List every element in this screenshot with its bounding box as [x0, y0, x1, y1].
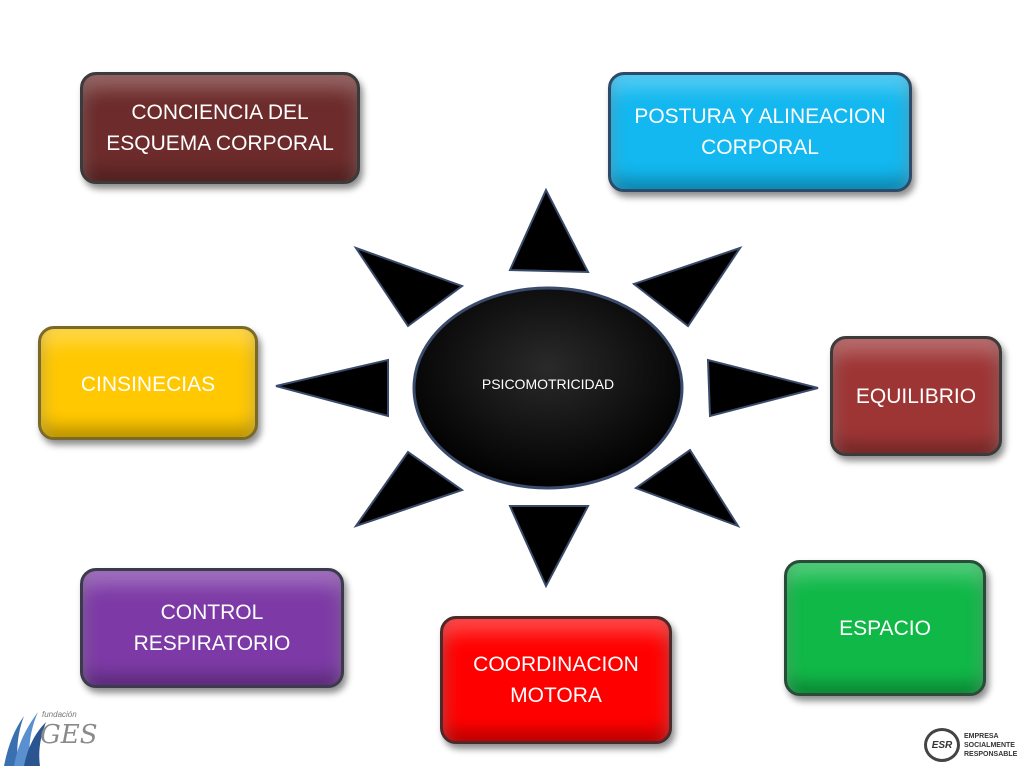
node-line: CINSINECIAS	[80, 373, 216, 396]
node-line: ESPACIO	[839, 616, 931, 640]
node-coordinacion-motora: COORDINACION MOTORA	[440, 616, 672, 744]
ray-top-right	[631, 246, 743, 328]
node-line: CORPORAL	[701, 136, 819, 159]
ray-left	[275, 358, 389, 418]
esr-line: EMPRESA	[964, 733, 999, 740]
ray-top-left	[353, 246, 465, 328]
node-line: POSTURA Y ALINEACION	[634, 105, 886, 128]
node-conciencia-esquema-corporal: CONCIENCIA DEL ESQUEMA CORPORAL	[80, 72, 360, 184]
ray-bottom	[508, 505, 590, 589]
esr-badge-icon: ESR	[924, 728, 960, 762]
node-line: EQUILIBRIO	[855, 384, 977, 408]
node-line: ESQUEMA CORPORAL	[106, 132, 334, 155]
esr-badge-text: ESR	[931, 739, 953, 751]
node-line: COORDINACION	[473, 653, 639, 676]
esr-line: SOCIALMENTE	[964, 742, 1015, 749]
node-line: RESPIRATORIO	[133, 632, 291, 655]
center-label: PSICOMOTRICIDAD	[481, 376, 615, 392]
logo-left-small-text: fundación	[42, 710, 77, 719]
esr-logo-text: EMPRESA SOCIALMENTE RESPONSABLE	[964, 732, 1017, 759]
logo-left-main-text: GES	[40, 720, 98, 750]
node-postura-alineacion-corporal: POSTURA Y ALINEACION CORPORAL	[608, 72, 912, 192]
node-line: CONCIENCIA DEL	[131, 101, 309, 124]
center-ellipse	[412, 286, 684, 490]
node-cinsinecias: CINSINECIAS	[38, 326, 258, 440]
node-espacio: ESPACIO	[784, 560, 986, 696]
ray-bottom-left	[353, 450, 465, 528]
node-equilibrio: EQUILIBRIO	[830, 336, 1002, 456]
esr-line: RESPONSABLE	[964, 751, 1018, 758]
node-control-respiratorio: CONTROL RESPIRATORIO	[80, 568, 344, 688]
ray-bottom-right	[633, 448, 741, 528]
ray-right	[706, 358, 819, 418]
fundacion-ges-logo-icon	[4, 712, 46, 766]
node-line: MOTORA	[510, 684, 602, 707]
node-line: CONTROL	[160, 601, 264, 624]
ray-top	[508, 187, 590, 274]
